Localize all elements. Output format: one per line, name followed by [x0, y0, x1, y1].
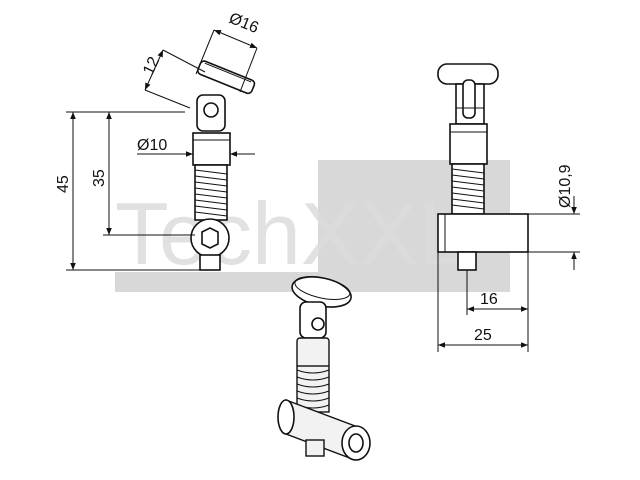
front-head-plate: [197, 60, 256, 95]
dim-diameter-10: Ø10: [137, 137, 167, 154]
iso-collar: [296, 337, 330, 369]
front-pin: [199, 254, 221, 271]
dim-height-35: 35: [91, 169, 108, 187]
iso-spring: [296, 365, 330, 413]
iso-head-plate: [291, 276, 352, 308]
front-view: [190, 60, 256, 271]
iso-pin: [305, 439, 325, 457]
front-dimensions: Ø16 12 Ø10 45 35: [55, 10, 262, 271]
side-dimensions: Ø10,9 16 25: [437, 164, 580, 352]
dim-diameter-16: Ø16: [227, 10, 262, 37]
side-pin: [457, 251, 477, 271]
dim-height-45: 45: [55, 175, 72, 193]
dim-width-25: 25: [474, 327, 492, 344]
dim-length-12: 12: [140, 54, 163, 77]
front-spring: [194, 164, 228, 221]
dim-width-16: 16: [480, 291, 498, 308]
dim-diameter-10-9: Ø10,9: [557, 164, 574, 208]
front-collar: [192, 132, 231, 166]
side-collar: [449, 123, 488, 165]
side-crossbar: [437, 213, 529, 253]
watermark-text: TechXXL: [115, 184, 467, 283]
side-spring: [451, 163, 485, 215]
side-view: [437, 63, 529, 271]
isometric-view: [277, 276, 371, 462]
